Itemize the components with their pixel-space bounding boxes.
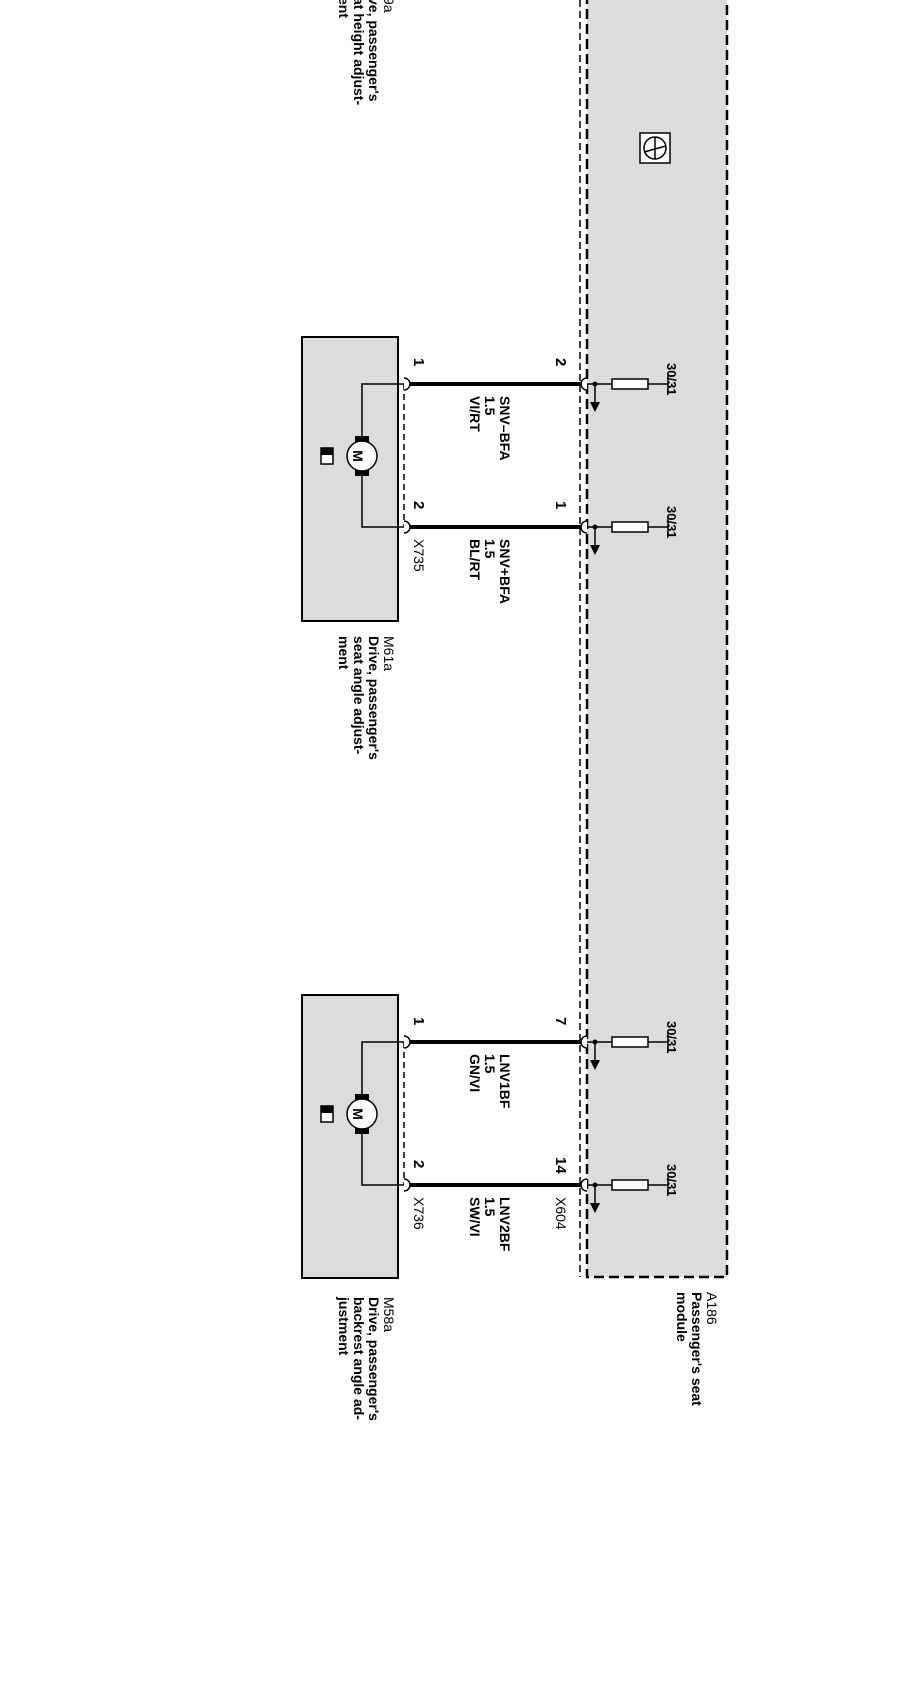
m61a-motor-pin-1: 1 — [410, 358, 427, 366]
wire-m58a-2-gauge: 1.5 — [482, 1197, 498, 1217]
top-cut-desc-line3: ent — [336, 0, 352, 18]
fuse-4-label: 30/31 — [664, 1164, 679, 1197]
wire-m58a-1-label: LNV1BF 1.5 GN/VI — [467, 1054, 513, 1109]
wire-m61a-2-gauge: 1.5 — [482, 539, 498, 559]
wire-m61a-1-signal: SNV–BFA — [497, 396, 513, 461]
m58a-module-pin-a: 7 — [552, 1017, 569, 1025]
wire-m61a-1-color: VI/RT — [467, 396, 483, 432]
module-connector-x604: X604 — [553, 1197, 569, 1230]
motor-m58a-group: M 1 2 7 14 LNV1BF 1.5 GN/VI LNV2BF 1.5 S… — [301, 994, 588, 1421]
wire-m61a-2-color: BL/RT — [467, 539, 483, 581]
wire-m61a-1-gauge: 1.5 — [482, 396, 498, 416]
motor-m61a-group: M 1 2 2 1 SNV–BFA 1.5 VI/RT SNV+BFA 1.5 … — [301, 336, 588, 760]
fuse-4 — [611, 1179, 649, 1191]
wire-m61a-2-label: SNV+BFA 1.5 BL/RT — [467, 539, 513, 604]
wire-m58a-2-label: LNV2BF 1.5 SW/VI — [467, 1197, 513, 1252]
module-symbol-icon — [639, 132, 671, 164]
motor-m58a-symbol: M — [350, 1108, 366, 1120]
motor-m58a-label: M58a Drive, passenger's backrest angle a… — [336, 1296, 397, 1421]
motor-m58a-desc-line1: Drive, passenger's — [366, 1297, 382, 1421]
m58a-connector: X736 — [411, 1197, 427, 1230]
ground-arrow-icon-1 — [590, 402, 600, 412]
m61a-module-pin-b: 1 — [552, 501, 569, 509]
ground-arrow-icon-3 — [590, 1060, 600, 1070]
wire-m61a-2-signal: SNV+BFA — [497, 539, 513, 604]
m58a-motor-pin-2: 2 — [410, 1160, 427, 1168]
module-name-line2: module — [674, 1292, 690, 1342]
fuse-2-label: 30/31 — [664, 506, 679, 539]
fuse-3-label: 30/31 — [664, 1021, 679, 1054]
motor-m61a-icon: M — [346, 440, 378, 472]
motor-m58a-switch-icon — [320, 1105, 334, 1123]
top-cut-desc-line1: ve, passenger's — [366, 0, 382, 102]
fuse-group-2: 30/31 — [587, 506, 679, 555]
wire-m58a-1-color: GN/VI — [467, 1054, 483, 1092]
wire-m58a-1-signal: LNV1BF — [497, 1054, 513, 1109]
motor-m58a-desc-line3: justment — [336, 1296, 352, 1356]
m61a-connector: X735 — [411, 539, 427, 572]
m58a-module-pin-b: 14 — [552, 1157, 569, 1174]
fuse-2 — [611, 521, 649, 533]
module-a186-box — [585, 0, 729, 1279]
motor-m61a-box — [301, 336, 399, 622]
m61a-motor-pin-2: 2 — [410, 501, 427, 509]
motor-m61a-label: M61a Drive, passenger's seat angle adjus… — [336, 636, 397, 760]
motor-m61a-switch-icon — [320, 447, 334, 465]
fuse-1-label: 30/31 — [664, 363, 679, 396]
m61a-module-pin-a: 2 — [552, 358, 569, 366]
module-id: A186 — [704, 1292, 720, 1325]
motor-m61a-desc-line1: Drive, passenger's — [366, 636, 382, 760]
top-cut-label: 9a ve, passenger's at height adjust- ent — [336, 0, 397, 105]
motor-m58a-desc-line2: backrest angle ad- — [351, 1297, 367, 1420]
motor-m61a-desc-line2: seat angle adjust- — [351, 636, 367, 755]
motor-m58a-icon: M — [346, 1098, 378, 1130]
motor-m61a-id: M61a — [381, 636, 397, 671]
wire-m58a-2-color: SW/VI — [467, 1197, 483, 1237]
motor-m61a-desc-line3: ment — [336, 636, 352, 670]
motor-m61a-symbol: M — [350, 450, 366, 462]
module-name-line1: Passenger's seat — [689, 1292, 705, 1406]
top-cut-desc-line2: at height adjust- — [351, 0, 367, 105]
ground-arrow-icon-4 — [590, 1203, 600, 1213]
wire-m58a-1-gauge: 1.5 — [482, 1054, 498, 1074]
wire-m61a-1-label: SNV–BFA 1.5 VI/RT — [467, 396, 513, 461]
top-cut-id: 9a — [381, 0, 397, 13]
fuse-group-3: 30/31 — [587, 1021, 679, 1070]
fuse-1 — [611, 378, 649, 390]
fuse-group-4: 30/31 — [587, 1164, 679, 1213]
module-label: A186 Passenger's seat module — [674, 1292, 720, 1406]
fuse-3 — [611, 1036, 649, 1048]
wire-m58a-2-signal: LNV2BF — [497, 1197, 513, 1252]
motor-m58a-id: M58a — [381, 1297, 397, 1332]
m58a-motor-pin-1: 1 — [410, 1017, 427, 1025]
motor-m58a-box — [301, 994, 399, 1279]
fuse-group-1: 30/31 — [587, 363, 679, 412]
ground-arrow-icon-2 — [590, 545, 600, 555]
